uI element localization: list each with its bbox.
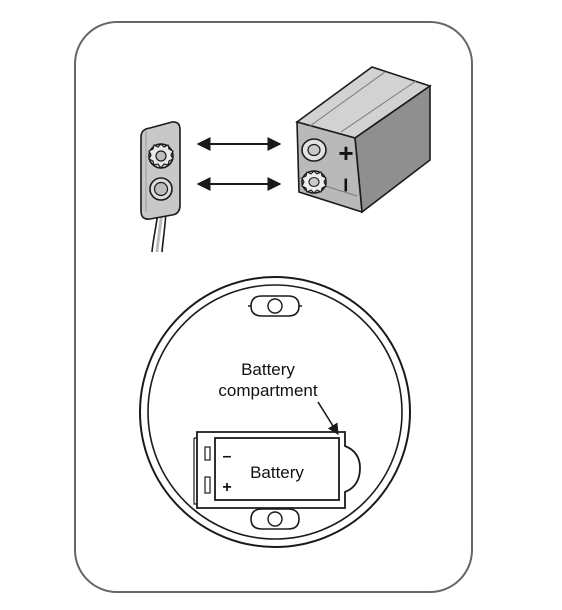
- smoke-detector-icon: [139, 276, 411, 548]
- compartment-leader-line: [317, 401, 339, 435]
- compartment-label-line2: compartment: [218, 381, 317, 400]
- compartment-label-line1: Battery: [241, 360, 295, 379]
- battery-in-compartment: [214, 437, 340, 501]
- minus-sign-label: –: [333, 178, 363, 192]
- plus-sign-label: +: [338, 138, 353, 168]
- nine-volt-battery-icon: [295, 66, 432, 214]
- battery-plus-label: +: [222, 479, 231, 496]
- battery-minus-label: –: [223, 448, 232, 465]
- battery-snap-connector-icon: [140, 121, 181, 253]
- battery-label: Battery: [250, 463, 304, 482]
